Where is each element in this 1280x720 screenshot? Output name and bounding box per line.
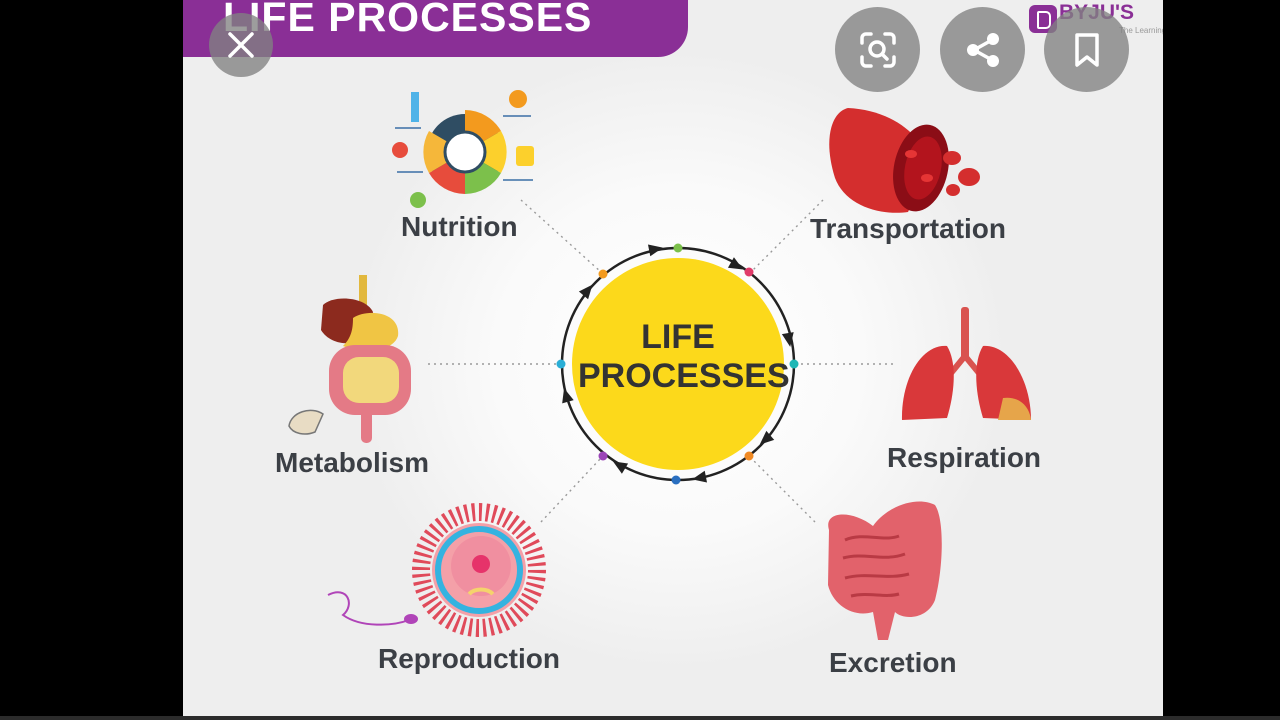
image-viewer[interactable]: LIFE PROCESSES BYJU'S The Learning App <box>183 0 1163 716</box>
cycle-ring <box>556 243 799 485</box>
label-nutrition: Nutrition <box>401 211 518 242</box>
transportation-illustration <box>829 108 980 213</box>
center-circle <box>572 258 784 470</box>
life-processes-diagram <box>288 90 1031 640</box>
bookmark-icon <box>1074 32 1099 67</box>
metabolism-illustration <box>288 275 411 443</box>
label-excretion: Excretion <box>829 647 957 678</box>
bottom-bar <box>0 716 1280 720</box>
share-icon <box>966 32 999 67</box>
reproduction-illustration <box>327 503 546 637</box>
nutrition-illustration <box>392 90 534 208</box>
page-title: LIFE PROCESSES <box>223 0 593 40</box>
share-button[interactable] <box>940 7 1025 92</box>
excretion-illustration <box>828 501 942 640</box>
brand-subtitle: The Learning App <box>1119 26 1163 35</box>
label-reproduction: Reproduction <box>378 643 560 674</box>
close-icon <box>228 32 254 58</box>
bookmark-button[interactable] <box>1044 7 1129 92</box>
connector-lines <box>428 199 895 523</box>
respiration-illustration <box>901 307 1031 420</box>
close-button[interactable] <box>209 13 273 77</box>
label-respiration: Respiration <box>887 442 1042 473</box>
label-transportation: Transportation <box>810 213 1007 244</box>
lens-search-button[interactable] <box>835 7 920 92</box>
label-metabolism: Metabolism <box>275 447 430 478</box>
lens-icon <box>859 31 896 68</box>
